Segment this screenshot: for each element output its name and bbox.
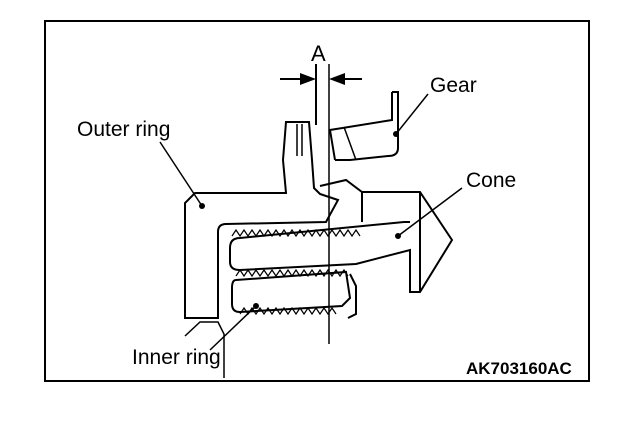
leader-outer-ring bbox=[159, 141, 205, 209]
teeth-upper bbox=[231, 228, 361, 238]
dimension-arrow-left bbox=[280, 73, 316, 85]
diagram-frame bbox=[44, 20, 590, 382]
callout-cone: Cone bbox=[466, 169, 516, 192]
outer-ring-shape bbox=[184, 121, 340, 378]
cone-shape bbox=[229, 178, 454, 319]
figure-code: AK703160AC bbox=[466, 359, 572, 378]
leader-gear bbox=[393, 93, 429, 137]
inner-ring-shape bbox=[231, 270, 352, 314]
callout-gear: Gear bbox=[430, 74, 477, 97]
leader-lines bbox=[159, 93, 463, 351]
callout-outer-ring: Outer ring bbox=[77, 118, 170, 141]
callout-inner-ring: Inner ring bbox=[132, 346, 221, 369]
dimension-arrow-right bbox=[329, 73, 362, 85]
leader-inner-ring bbox=[209, 303, 259, 351]
teeth-lower bbox=[239, 306, 337, 316]
gear-shape bbox=[328, 91, 399, 161]
dimension-label: A bbox=[311, 41, 326, 66]
leader-cone bbox=[395, 187, 463, 239]
